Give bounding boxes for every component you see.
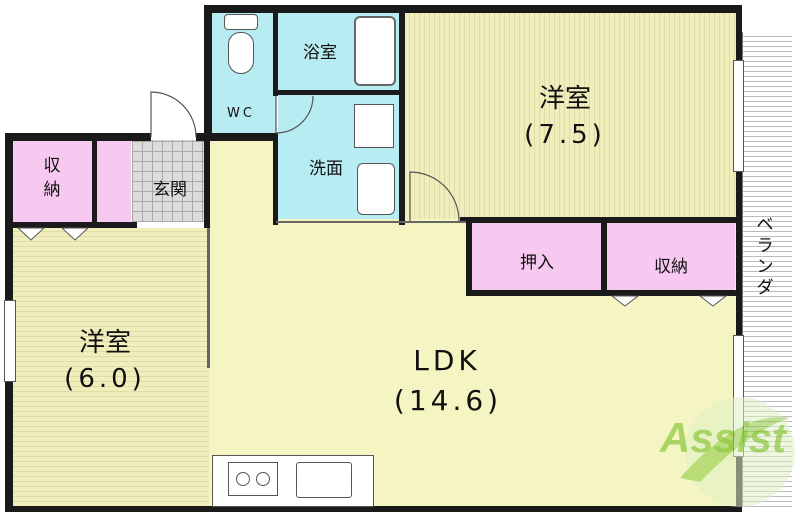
entrance-shoe-storage [97,140,131,222]
logo-text: Assist [659,414,787,461]
entrance-name: 玄関 [153,180,187,200]
ldk-size: (14.6) [393,384,503,417]
bath-name: 浴室 [303,43,337,63]
wall-closet-divider [601,217,607,296]
storage-left-floor [12,140,92,222]
storage-left-name: 収納 [43,156,61,200]
wall-wet-lower-left [273,133,278,225]
wall-closet-top [460,217,740,223]
right-window-upper [733,60,744,172]
wall-storage-left-right [92,140,97,228]
stove-icon [228,462,278,496]
western-room-small-size: (6.0) [64,364,146,394]
sink-icon [296,462,352,498]
bathtub [354,16,396,86]
ldk-corridor [276,225,466,255]
wall-top-left [5,133,151,141]
veranda-name: ベランダ [756,215,774,298]
western-room-large-size: (7.5) [524,120,606,150]
toilet-tank [224,14,258,30]
washing-machine-pan [354,104,394,148]
western-room-large-name: 洋室 [538,84,591,114]
closet-oshiire-floor [472,223,602,293]
wall-entrance-top-right [196,133,278,141]
western-room-large-floor [404,12,738,219]
wall-top-wet [204,5,404,13]
wall-bath-bottom [276,90,402,95]
washroom-name: 洗面 [309,159,343,179]
toilet-bowl [228,32,254,74]
wall-right [736,5,742,512]
wall-top-right [402,5,742,13]
wall-closet-left [466,217,472,296]
toilet-name: WC [227,106,255,121]
western-room-small-floor [12,228,209,507]
assist-logo [680,397,795,507]
storage-right-name: 収納 [654,257,688,277]
ldk-left-partition [207,228,210,368]
ldk-name: LDK [413,344,481,377]
wall-wc-bath-divider [273,12,278,96]
wall-wet-right [399,12,405,225]
washroom-bottom-line [276,221,466,223]
wall-room-divider [12,222,137,228]
wash-basin [357,163,395,215]
entrance-floor [132,140,208,222]
wall-bottom [5,506,742,512]
left-window [4,300,16,382]
storage-right-floor [607,223,735,293]
entrance-door-arc [150,91,197,138]
western-room-small-name: 洋室 [78,328,131,358]
closet-oshiire-name: 押入 [520,253,554,273]
wall-entrance-left-post [204,140,210,228]
wall-wet-left [204,5,212,141]
